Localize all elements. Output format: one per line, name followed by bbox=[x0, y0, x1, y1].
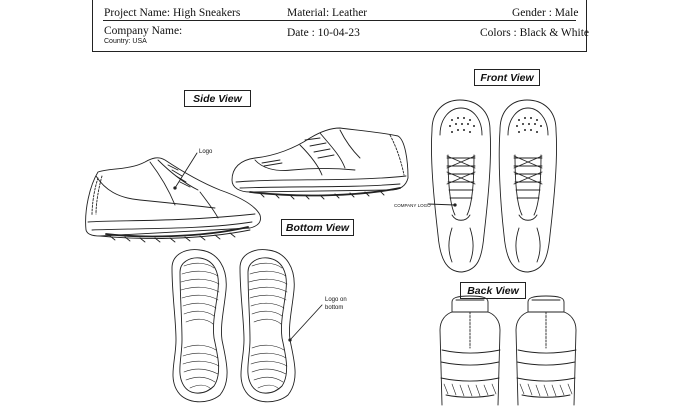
logo-callout: Logo bbox=[199, 149, 213, 155]
back-view-label: Back View bbox=[460, 282, 526, 299]
spec-header bbox=[92, 0, 587, 52]
logo-on-bottom-callout-2: bottom bbox=[325, 305, 344, 311]
company-logo-callout: COMPANY LOGO bbox=[394, 203, 431, 208]
back-view-shoes bbox=[439, 295, 577, 406]
logo-on-bottom-callout-1: Logo on bbox=[325, 297, 347, 303]
side-view-label: Side View bbox=[184, 90, 251, 107]
bottom-view-label: Bottom View bbox=[281, 219, 354, 236]
material: Material: Leather bbox=[287, 7, 368, 19]
front-view-shoes bbox=[427, 99, 557, 273]
bottom-view-soles bbox=[171, 249, 323, 403]
side-view-shoe-left bbox=[85, 152, 261, 243]
header-divider bbox=[103, 20, 576, 21]
colors: Colors : Black & White bbox=[480, 27, 590, 39]
side-view-shoe-right bbox=[231, 127, 409, 200]
gender: Gender : Male bbox=[512, 7, 579, 19]
date: Date : 10-04-23 bbox=[287, 27, 360, 39]
front-view-label: Front View bbox=[474, 69, 540, 86]
project-name: Project Name: High Sneakers bbox=[104, 7, 241, 19]
company-name: Company Name: bbox=[104, 25, 183, 37]
country: Country: USA bbox=[104, 38, 147, 45]
